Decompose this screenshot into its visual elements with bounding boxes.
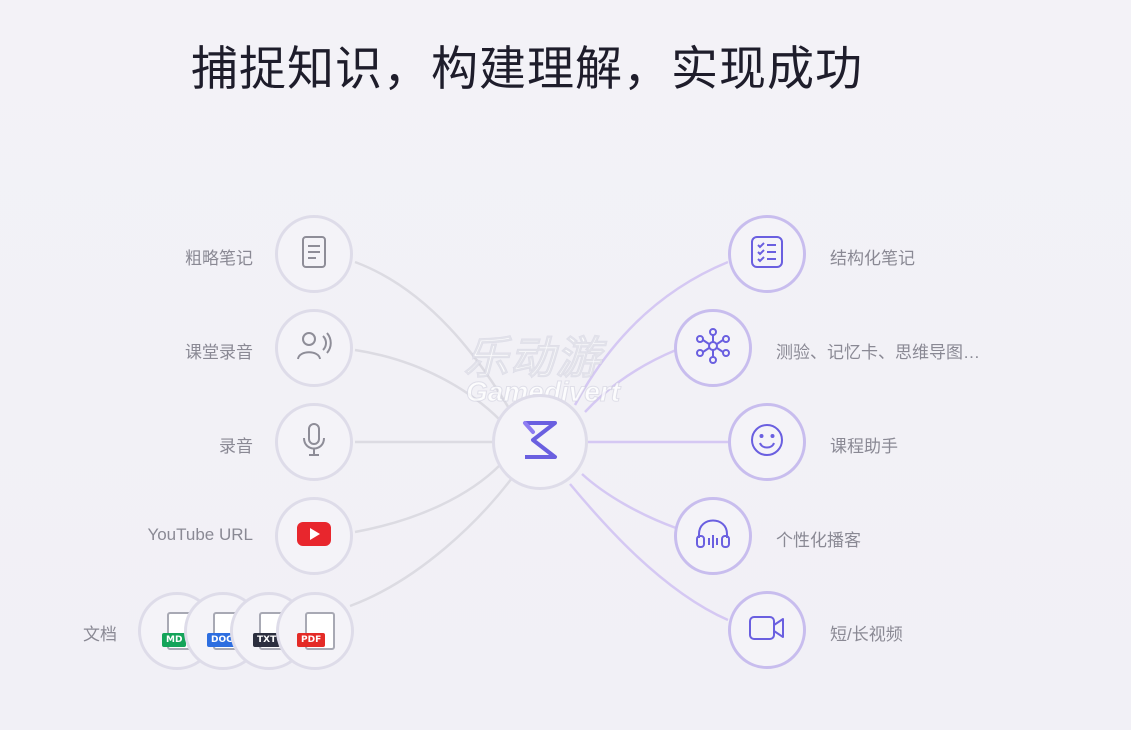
- line-podcast: [581, 473, 677, 530]
- input-label-audio: 录音: [219, 437, 253, 456]
- line-docs: [349, 477, 513, 608]
- output-node-assistant[interactable]: [728, 403, 806, 481]
- app-logo-icon: [521, 420, 559, 465]
- input-label-youtube: YouTube URL: [147, 525, 253, 544]
- page-title: 捕捉知识，构建理解，实现成功: [191, 42, 863, 97]
- speaker-icon: [296, 330, 332, 367]
- output-label-structured-notes: 结构化笔记: [830, 249, 915, 268]
- output-label-quiz: 测验、记忆卡、思维导图…: [776, 343, 980, 362]
- checklist-icon: [750, 235, 784, 274]
- line-structured: [573, 260, 729, 406]
- line-notes: [354, 260, 512, 411]
- output-label-assistant: 课程助手: [830, 437, 898, 456]
- line-youtube: [354, 464, 501, 534]
- output-node-video[interactable]: [728, 591, 806, 669]
- headphones-icon: [695, 518, 731, 555]
- input-node-notes[interactable]: [275, 215, 353, 293]
- doc-node-pdf[interactable]: PDF: [276, 592, 354, 670]
- line-video: [569, 483, 729, 622]
- notes-icon: [300, 235, 328, 274]
- video-camera-icon: [748, 614, 786, 647]
- smiley-icon: [749, 422, 785, 463]
- microphone-icon: [301, 422, 327, 463]
- output-label-video: 短/长视频: [830, 625, 903, 644]
- pdf-badge: PDF: [297, 633, 326, 647]
- md-badge: MD: [162, 633, 187, 647]
- center-app-node[interactable]: [492, 394, 588, 490]
- output-node-quiz[interactable]: [674, 309, 752, 387]
- input-node-youtube[interactable]: [275, 497, 353, 575]
- input-label-documents: 文档: [83, 625, 117, 644]
- line-quiz: [584, 348, 677, 413]
- input-label-notes: 粗略笔记: [185, 249, 253, 268]
- output-node-podcast[interactable]: [674, 497, 752, 575]
- doc-badge: DOC: [207, 633, 237, 647]
- input-node-class-audio[interactable]: [275, 309, 353, 387]
- input-node-audio[interactable]: [275, 403, 353, 481]
- txt-badge: TXT: [253, 633, 281, 647]
- mind-map-icon: [695, 327, 731, 369]
- input-label-class-audio: 课堂录音: [185, 343, 253, 362]
- youtube-icon: [296, 521, 332, 552]
- output-label-podcast: 个性化播客: [776, 531, 861, 550]
- watermark-text: 乐动游: [464, 334, 602, 384]
- output-node-structured-notes[interactable]: [728, 215, 806, 293]
- line-class-audio: [354, 348, 501, 421]
